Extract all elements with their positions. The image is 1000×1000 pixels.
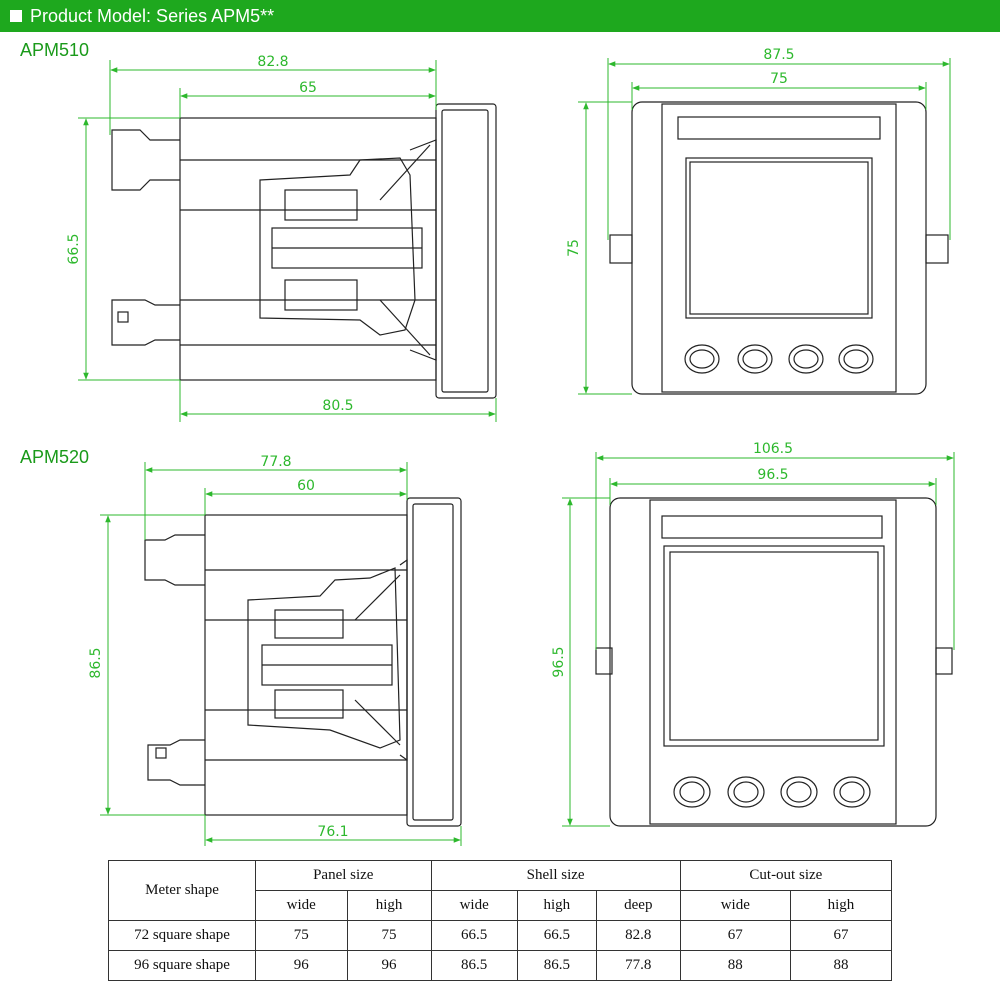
square-bullet-icon	[10, 10, 22, 22]
table-cell: 88	[789, 950, 893, 981]
model-label-apm520: APM520	[20, 447, 90, 467]
group-header-panel-size: Panel size	[255, 860, 432, 891]
subheader-cell: deep	[595, 890, 681, 921]
table-cell: 77.8	[595, 950, 681, 981]
row-label: 96 square shape	[108, 950, 256, 981]
row-label: 72 square shape	[108, 920, 256, 951]
dim-apm510-overall-width: 87.5	[763, 47, 794, 63]
col-header-meter-shape: Meter shape	[108, 860, 256, 921]
dim-apm520-panel-width: 96.5	[757, 467, 788, 483]
table-cell: 96	[255, 950, 348, 981]
apm520-side-dimensions	[100, 462, 462, 846]
subheader-cell: wide	[679, 890, 791, 921]
subheader-cell: wide	[430, 890, 518, 921]
table-cell: 66.5	[430, 920, 518, 951]
subheader-cell: wide	[255, 890, 348, 921]
table-row: 96 square shape 96 96 86.5 86.5 77.8 88 …	[108, 950, 893, 981]
dim-apm520-base: 76.1	[317, 824, 348, 840]
dim-apm510-overall-depth: 82.8	[257, 54, 288, 70]
dim-apm520-height: 86.5	[88, 647, 104, 678]
apm510-side-view	[111, 103, 497, 399]
dim-apm520-front-height: 96.5	[551, 646, 567, 677]
dim-apm510-body-depth: 65	[299, 80, 317, 96]
table-cell: 66.5	[516, 920, 597, 951]
apm510-front-dimensions	[578, 58, 951, 395]
dim-apm510-height: 66.5	[66, 233, 82, 264]
apm520-front-dimensions	[562, 452, 955, 827]
dim-apm510-base: 80.5	[322, 398, 353, 414]
table-cell: 75	[346, 920, 432, 951]
apm520-side-view	[144, 497, 462, 827]
dim-apm520-body-depth: 60	[297, 478, 315, 494]
table-cell: 86.5	[430, 950, 518, 981]
subheader-cell: high	[346, 890, 432, 921]
subheader-cell: high	[516, 890, 597, 921]
group-header-cutout-size: Cut-out size	[679, 860, 893, 891]
table-cell: 86.5	[516, 950, 597, 981]
dim-apm520-overall-width: 106.5	[753, 441, 793, 457]
apm510-front-view	[609, 101, 949, 395]
table-cell: 67	[679, 920, 791, 951]
table-cell: 82.8	[595, 920, 681, 951]
dimensions-table: Meter shape Panel size Shell size Cut-ou…	[108, 860, 893, 981]
dim-apm510-front-height: 75	[566, 239, 582, 257]
apm520-front-view	[595, 497, 953, 827]
table-cell: 88	[679, 950, 791, 981]
dim-apm510-panel-width: 75	[770, 71, 788, 87]
model-label-apm510: APM510	[20, 40, 90, 60]
table-cell: 67	[789, 920, 893, 951]
table-cell: 96	[346, 950, 432, 981]
table-cell: 75	[255, 920, 348, 951]
page-title: Product Model: Series APM5**	[30, 5, 275, 26]
table-row: 72 square shape 75 75 66.5 66.5 82.8 67 …	[108, 920, 893, 951]
subheader-cell: high	[789, 890, 893, 921]
apm510-side-dimensions	[78, 60, 497, 422]
group-header-shell-size: Shell size	[430, 860, 681, 891]
header-bar: Product Model: Series APM5**	[0, 0, 1000, 32]
dim-apm520-overall-depth: 77.8	[260, 454, 291, 470]
